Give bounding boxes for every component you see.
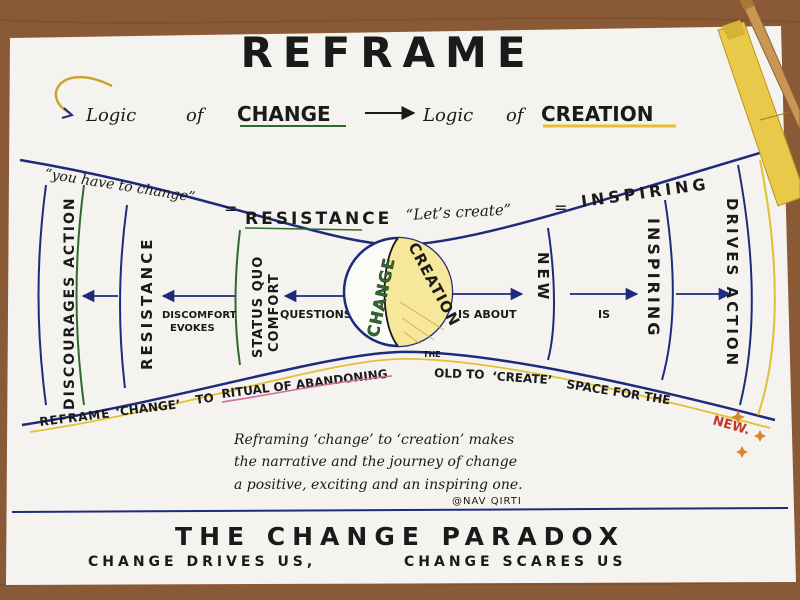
resistance-underline: [244, 227, 363, 231]
creation-hatch: [399, 301, 445, 345]
quote-resistance: RESISTANCE: [245, 209, 392, 229]
divider-left-2: [75, 184, 85, 406]
label-comfort: COMFORT: [267, 273, 282, 352]
note-line-3: a positive, exciting and an inspiring on…: [234, 477, 523, 493]
sparkle-icons: [731, 410, 766, 458]
note-credit: @NAV QIRTI: [452, 496, 522, 507]
arrow-label-discomfort: DISCOMFORT: [162, 310, 237, 321]
logic-label-right: Logic: [422, 105, 473, 126]
arrow-label-is-about: IS ABOUT: [458, 308, 517, 321]
ritual-underline: [221, 375, 393, 403]
divider-left-3: [119, 204, 128, 389]
divider-right-3-yellow: [757, 159, 776, 416]
bottom-create: ‘CREATE’: [492, 369, 553, 387]
page-title: REFRAME: [240, 28, 535, 77]
logic-of-right: of: [506, 105, 527, 126]
divider-left-1: [37, 184, 47, 406]
wooden-pencil: [740, 0, 800, 131]
circle-divider: [383, 237, 399, 347]
note-line-1: Reframing ‘change’ to ‘creation’ makes: [233, 432, 514, 448]
equals-left: =: [224, 199, 237, 218]
logic-change-word: CHANGE: [237, 102, 331, 126]
bottom-the: THE: [423, 350, 441, 359]
footer-left: CHANGE DRIVES US,: [88, 554, 316, 570]
arrow-label-evokes: EVOKES: [170, 323, 215, 334]
footer-right: CHANGE SCARES US: [404, 554, 626, 570]
funnel-bottom-yellow-curve: [29, 358, 771, 433]
label-drives-action: DRIVES ACTION: [723, 198, 741, 368]
creation-half-fill: [384, 238, 452, 346]
note-line-2: the narrative and the journey of change: [234, 454, 517, 470]
label-status-quo: STATUS QUO: [251, 256, 266, 358]
bottom-to: TO: [194, 391, 214, 407]
funnel-bottom-curve: [21, 350, 776, 427]
label-inspiring: INSPIRING: [644, 218, 663, 338]
divider-right-3: [737, 164, 753, 406]
logic-creation-word: CREATION: [541, 102, 654, 126]
arrow-label-questions: QUESTIONS: [280, 308, 352, 321]
yellow-highlighter: [717, 20, 800, 207]
label-resistance: RESISTANCE: [138, 237, 156, 370]
label-discourages-action: DISCOURAGES ACTION: [62, 196, 78, 410]
bottom-old-to: OLD TO: [434, 366, 485, 382]
footer-divider: [11, 507, 789, 513]
swoosh-arrowhead-icon: [61, 107, 75, 119]
divider-left-4: [234, 229, 241, 366]
arrow-label-is: IS: [598, 308, 610, 321]
logic-label-left: Logic: [85, 105, 136, 126]
equals-right: =: [554, 198, 567, 217]
quote-create: “Let’s create”: [405, 200, 512, 224]
divider-right-2: [661, 199, 674, 381]
swoosh-arrow-icon: [54, 75, 113, 115]
footer-title: THE CHANGE PARADOX: [175, 522, 625, 551]
label-new: NEW: [534, 252, 552, 303]
logic-of-left: of: [186, 105, 207, 126]
divider-right-1: [547, 227, 555, 361]
